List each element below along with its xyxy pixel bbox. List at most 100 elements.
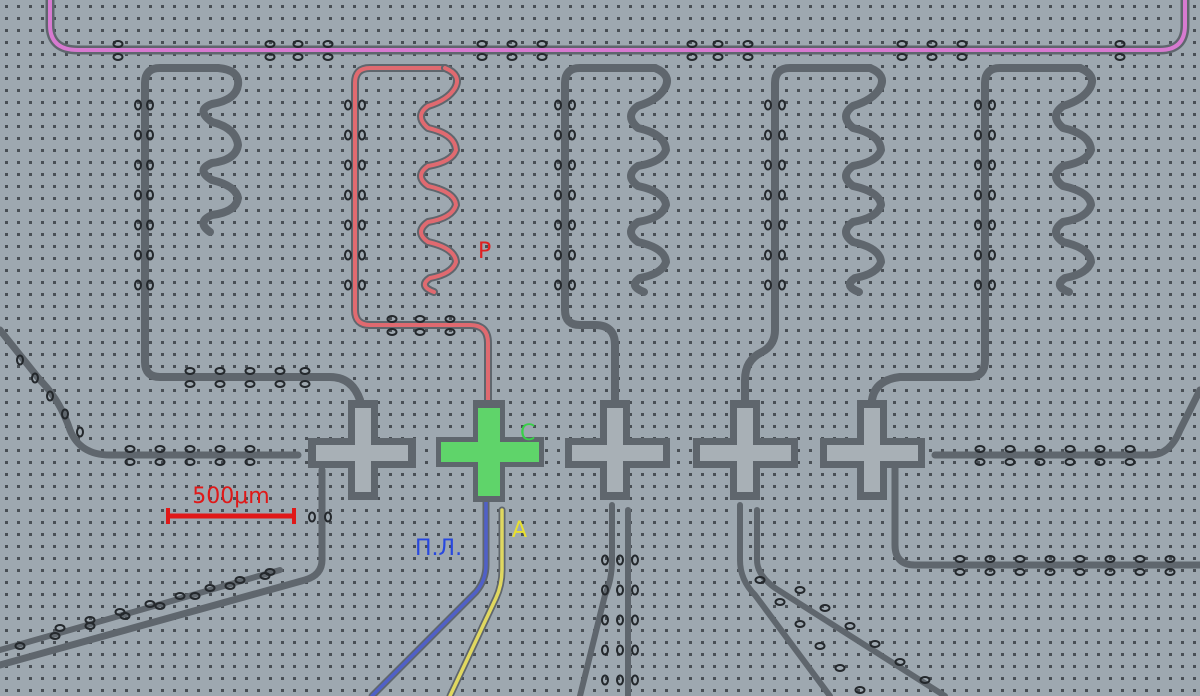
airbridge (616, 674, 624, 686)
resonator-1 (141, 64, 364, 404)
airbridge (146, 249, 154, 261)
airbridge (299, 380, 311, 388)
airbridge (536, 40, 548, 48)
airbridge (14, 642, 26, 650)
airbridge (974, 249, 982, 261)
airbridge (988, 99, 996, 111)
airbridge (184, 445, 196, 453)
airbridge (974, 129, 982, 141)
qubit-1 (308, 400, 416, 500)
airbridge (974, 279, 982, 291)
airbridge (308, 511, 316, 523)
airbridge (988, 129, 996, 141)
airbridge (134, 159, 142, 171)
airbridge (568, 279, 576, 291)
resonator-4-meander (842, 64, 886, 296)
airbridge (358, 249, 366, 261)
resonator-1-meander (199, 64, 243, 236)
airbridge (568, 249, 576, 261)
airbridge (926, 53, 938, 61)
airbridge (1124, 458, 1136, 466)
control-line-4a (737, 502, 833, 696)
airbridge (264, 53, 276, 61)
airbridge (146, 99, 154, 111)
airbridge (204, 584, 216, 592)
airbridge (358, 129, 366, 141)
airbridge (844, 622, 856, 630)
airbridge (134, 249, 142, 261)
airbridge (834, 664, 846, 672)
airbridge (244, 458, 256, 466)
airbridge (146, 129, 154, 141)
resonator-5 (868, 64, 1084, 404)
airbridge (114, 608, 126, 616)
airbridge (926, 40, 938, 48)
airbridge (476, 40, 488, 48)
airbridge (31, 372, 39, 384)
flux-line-label: П.Л. (415, 536, 462, 561)
airbridge (1004, 445, 1016, 453)
control-line-4b (754, 507, 948, 696)
airbridge (344, 279, 352, 291)
airbridge (896, 53, 908, 61)
airbridge (134, 279, 142, 291)
control-line-1 (0, 466, 326, 669)
airbridge (322, 53, 334, 61)
airbridge (984, 555, 996, 563)
airbridge (1004, 458, 1016, 466)
airbridge (1074, 568, 1086, 576)
airbridge (414, 315, 426, 323)
airbridge (344, 99, 352, 111)
airbridge (154, 458, 166, 466)
airbridge (742, 53, 754, 61)
airbridge (764, 189, 772, 201)
resonator-3 (561, 64, 659, 404)
left-coupling-line (0, 326, 302, 459)
airbridge (601, 554, 609, 566)
airbridge (134, 129, 142, 141)
resonator-2-highlight (353, 66, 490, 407)
airbridge (292, 53, 304, 61)
airbridge (414, 328, 426, 336)
airbridge (84, 616, 96, 624)
airbridge (134, 99, 142, 111)
airbridge (344, 189, 352, 201)
airbridge (124, 458, 136, 466)
airbridge (778, 189, 786, 201)
airbridge (16, 354, 24, 366)
airbridge (988, 279, 996, 291)
airbridge (274, 367, 286, 375)
airbridge (631, 554, 639, 566)
airbridge (554, 159, 562, 171)
airbridge (112, 40, 124, 48)
airbridges (14, 40, 1176, 694)
airbridge (324, 511, 332, 523)
airbridge (358, 159, 366, 171)
airbridge (1134, 568, 1146, 576)
airbridge (184, 367, 196, 375)
airbridge (264, 40, 276, 48)
airbridge (444, 328, 456, 336)
airbridge (224, 582, 236, 590)
airbridge (134, 219, 142, 231)
airbridge (974, 159, 982, 171)
airbridge (174, 592, 186, 600)
airbridge (1014, 568, 1026, 576)
airbridge (134, 189, 142, 201)
airbridge (146, 219, 154, 231)
airbridge (1164, 555, 1176, 563)
airbridge (794, 586, 806, 594)
qubit-5 (820, 400, 925, 500)
airbridge (616, 554, 624, 566)
airbridge (1094, 458, 1106, 466)
flux-line-highlight (370, 498, 488, 696)
airbridge (1044, 568, 1056, 576)
resonator-5-meander (1052, 64, 1096, 296)
airbridge (819, 604, 831, 612)
qubit-2-highlight (436, 400, 544, 502)
airbridge (1044, 555, 1056, 563)
airbridge (444, 315, 456, 323)
airbridge (988, 159, 996, 171)
airbridge (712, 40, 724, 48)
